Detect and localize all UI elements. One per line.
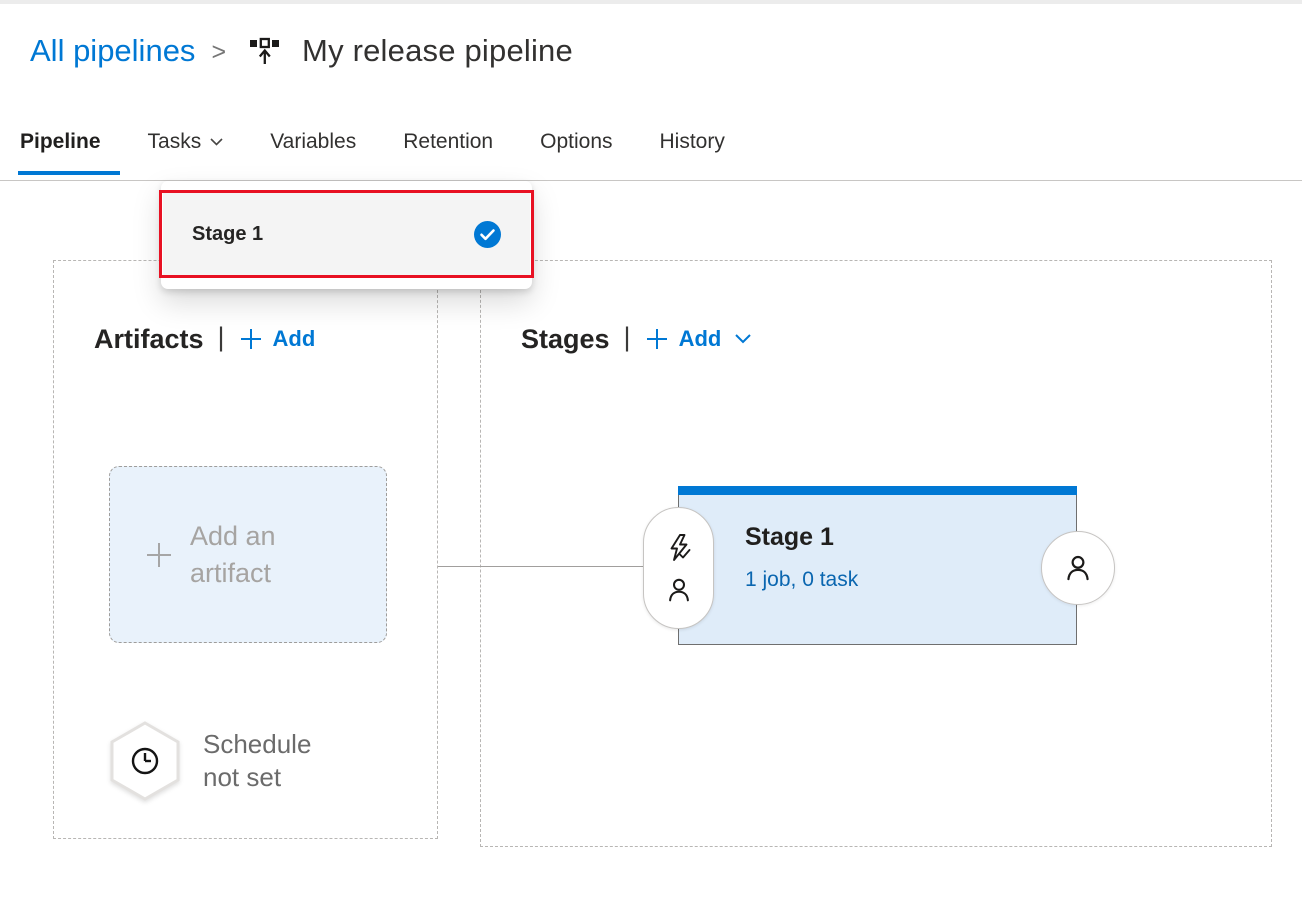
- stages-title: Stages: [521, 323, 610, 354]
- artifacts-header-separator: |: [217, 322, 225, 352]
- release-pipeline-icon: [246, 33, 282, 69]
- breadcrumb-separator: >: [211, 37, 227, 66]
- plus-icon: [146, 539, 172, 571]
- post-deployment-approvals-button[interactable]: [1041, 531, 1115, 605]
- tab-retention[interactable]: Retention: [403, 130, 494, 153]
- add-stage-button[interactable]: Add: [645, 326, 752, 352]
- artifact-stage-connector-line: [438, 566, 645, 567]
- pre-deployment-approvals-button[interactable]: [666, 577, 692, 603]
- tab-bar-divider: [0, 180, 1302, 181]
- tab-options[interactable]: Options: [540, 130, 613, 153]
- tab-tasks[interactable]: Tasks: [148, 130, 224, 154]
- tab-variables[interactable]: Variables: [270, 130, 357, 153]
- pre-deployment-conditions-pill: [643, 507, 714, 629]
- tab-bar: Pipeline Tasks Variables Retention Optio…: [20, 121, 725, 163]
- page-title: My release pipeline: [302, 33, 573, 68]
- stages-header-separator: |: [623, 322, 631, 352]
- pre-deployment-conditions-button[interactable]: [667, 533, 691, 562]
- active-tab-underline: [18, 171, 120, 175]
- clock-icon: [109, 721, 181, 801]
- artifacts-title: Artifacts: [94, 323, 204, 354]
- add-artifact-button[interactable]: Add: [239, 326, 316, 352]
- stage-card[interactable]: Stage 1 1 job, 0 task: [678, 486, 1077, 645]
- add-artifact-button-label: Add: [272, 326, 316, 351]
- person-icon: [666, 577, 692, 603]
- artifacts-panel-header: Artifacts | Add: [94, 319, 315, 359]
- chevron-down-icon: [210, 138, 223, 146]
- tab-history[interactable]: History: [659, 130, 725, 153]
- tasks-dropdown-item-stage1[interactable]: Stage 1: [163, 191, 530, 278]
- tab-pipeline[interactable]: Pipeline: [20, 130, 101, 153]
- checkmark-icon: [474, 221, 501, 248]
- stage-card-name: Stage 1: [745, 523, 834, 551]
- tab-tasks-label: Tasks: [147, 130, 202, 153]
- stage-card-accent-bar: [678, 486, 1077, 495]
- add-stage-button-label: Add: [678, 326, 722, 351]
- window-top-strip: [0, 0, 1302, 4]
- plus-icon: [239, 327, 263, 351]
- stages-panel: Stages | Add: [480, 260, 1272, 847]
- schedule-status-label: Schedule not set: [203, 729, 312, 792]
- chevron-down-icon: [735, 334, 752, 344]
- stages-panel-header: Stages | Add: [521, 319, 752, 359]
- dropdown-item-label: Stage 1: [192, 223, 264, 245]
- person-icon: [1064, 554, 1092, 582]
- artifacts-panel: Artifacts | Add Add an artifact: [53, 260, 438, 839]
- schedule-trigger-button[interactable]: Schedule not set: [109, 721, 343, 801]
- lightning-check-icon: [667, 533, 691, 562]
- tasks-dropdown-menu: Stage 1: [161, 181, 532, 289]
- stage-card-summary-link[interactable]: 1 job, 0 task: [745, 568, 859, 591]
- add-an-artifact-dropzone[interactable]: Add an artifact: [109, 466, 387, 643]
- breadcrumb-all-pipelines-link[interactable]: All pipelines: [30, 33, 196, 68]
- add-an-artifact-label: Add an artifact: [190, 520, 276, 588]
- breadcrumb: All pipelines > My release pipeline: [30, 26, 573, 76]
- plus-icon: [645, 327, 669, 351]
